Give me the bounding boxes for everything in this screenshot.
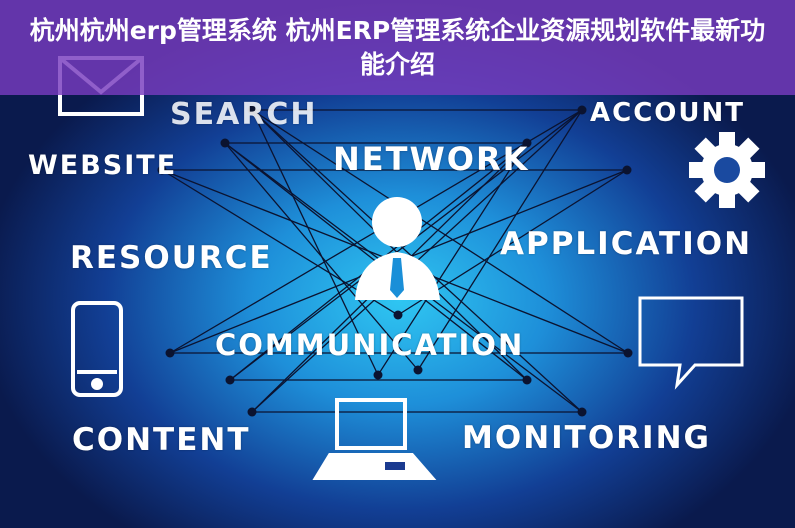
smartphone-icon <box>71 301 123 397</box>
word-monitoring: MONITORING <box>462 420 711 456</box>
person-icon <box>355 197 440 300</box>
network-node <box>373 370 383 380</box>
network-node <box>247 105 257 115</box>
network-line <box>377 142 528 376</box>
word-application: APPLICATION <box>500 226 753 262</box>
network-node <box>623 348 633 358</box>
network-node <box>220 138 230 148</box>
laptop-icon <box>312 398 437 480</box>
page-title: 杭州杭州erp管理系统 杭州ERP管理系统企业资源规划软件最新功能介绍 <box>29 15 766 79</box>
network-node <box>577 407 587 417</box>
word-resource: RESOURCE <box>70 240 273 276</box>
network-node <box>165 348 175 358</box>
network-node <box>247 407 257 417</box>
chat-bubble-icon <box>638 296 744 390</box>
title-banner: 杭州杭州erp管理系统 杭州ERP管理系统企业资源规划软件最新功能介绍 <box>0 0 795 95</box>
word-account: ACCOUNT <box>590 98 745 128</box>
word-communication: COMMUNICATION <box>215 328 525 362</box>
network-line <box>251 109 629 354</box>
network-line <box>417 109 583 371</box>
network-node <box>413 365 423 375</box>
network-line <box>251 109 379 376</box>
network-node <box>522 138 532 148</box>
network-node <box>577 105 587 115</box>
word-content: CONTENT <box>72 422 251 458</box>
network-node <box>522 375 532 385</box>
gear-icon <box>689 132 765 208</box>
network-node <box>393 310 403 320</box>
word-network: NETWORK <box>333 140 530 178</box>
network-line <box>224 142 419 371</box>
word-website: WEBSITE <box>28 150 178 181</box>
word-search: SEARCH <box>170 97 318 132</box>
network-node <box>225 375 235 385</box>
network-node <box>157 165 167 175</box>
network-node <box>622 165 632 175</box>
